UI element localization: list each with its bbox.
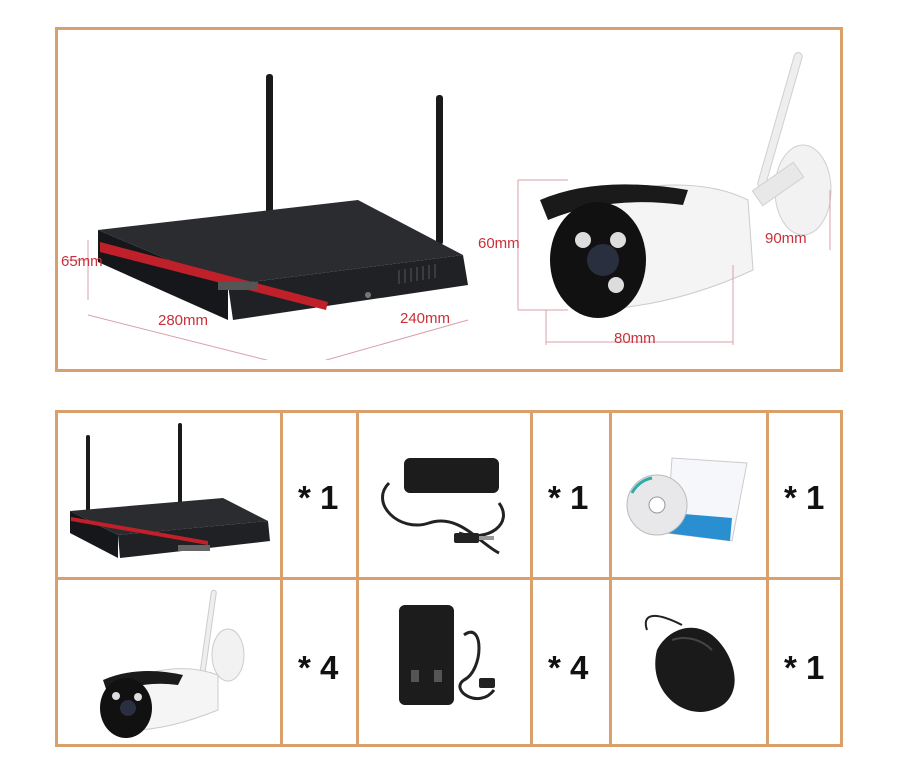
camera-item-cell [58, 580, 280, 744]
camera-depth-label: 90mm [765, 230, 807, 247]
manual-cd-quantity: * 1 [784, 479, 825, 516]
camera-length-label: 80mm [614, 330, 656, 347]
nvr-adapter-quantity: * 1 [548, 479, 589, 516]
nvr-item-cell [58, 413, 280, 577]
nvr-image [70, 423, 270, 558]
cd-and-manual-image [626, 457, 748, 542]
package-contents-table: * 1 * 1 * 1 [55, 410, 843, 747]
camera-illustration [517, 52, 832, 345]
nvr-height-label: 65mm [61, 253, 103, 270]
mouse-image [644, 615, 735, 712]
nvr-quantity: * 1 [298, 479, 339, 516]
camera-adapter-cell [359, 580, 530, 744]
manual-cd-cell [612, 413, 766, 577]
nvr-depth-label: 240mm [400, 310, 451, 327]
mouse-cell [612, 580, 766, 744]
camera-power-adapter-image [399, 605, 496, 705]
nvr-illustration [68, 74, 469, 360]
camera-height-label: 60mm [478, 235, 520, 252]
dimensions-panel: 65mm 280mm 240mm 60mm 80mm 90mm [55, 27, 843, 372]
mouse-quantity: * 1 [784, 649, 825, 686]
camera-image [100, 589, 245, 738]
camera-quantity: * 4 [298, 649, 339, 686]
camera-adapter-quantity: * 4 [548, 649, 589, 686]
nvr-power-adapter-image [381, 458, 505, 555]
nvr-width-label: 280mm [158, 312, 209, 329]
nvr-adapter-cell [359, 413, 530, 577]
